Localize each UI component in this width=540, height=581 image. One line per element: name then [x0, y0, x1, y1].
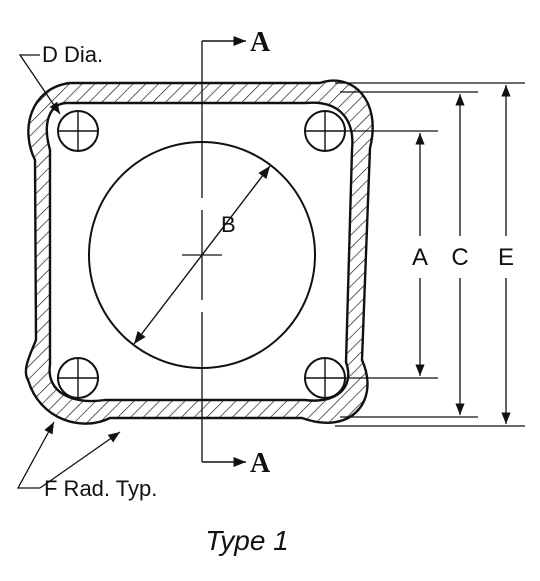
- bolt-hole-top-right: [304, 110, 346, 152]
- leader-bolt-hole: [18, 54, 61, 115]
- label-section-top: A: [250, 27, 271, 58]
- label-dim-a: A: [412, 244, 428, 271]
- leader-corner-radius-1: [16, 421, 55, 489]
- dimension-lines: [415, 85, 511, 424]
- bolt-hole-bottom-right: [304, 357, 346, 399]
- label-bolt-hole: D Dia.: [42, 42, 103, 67]
- flange-outer-outline: [24, 79, 374, 425]
- caption: Type 1: [205, 525, 289, 556]
- leader-corner-radius-2: [39, 431, 121, 489]
- flange-body: [24, 79, 374, 425]
- bolt-holes: [57, 110, 346, 399]
- extension-lines: [335, 82, 525, 427]
- label-dim-e: E: [498, 244, 514, 271]
- section-line: [201, 35, 246, 468]
- bolt-hole-bottom-left: [57, 357, 99, 399]
- label-section-bottom: A: [250, 448, 271, 479]
- labels: D Dia. F Rad. Typ. B A C E A A Type 1: [42, 27, 514, 556]
- label-corner-radius: F Rad. Typ.: [44, 476, 157, 501]
- label-bore: B: [221, 212, 236, 237]
- bolt-hole-top-left: [57, 110, 99, 152]
- label-dim-c: C: [451, 244, 468, 271]
- leaders: [16, 54, 121, 489]
